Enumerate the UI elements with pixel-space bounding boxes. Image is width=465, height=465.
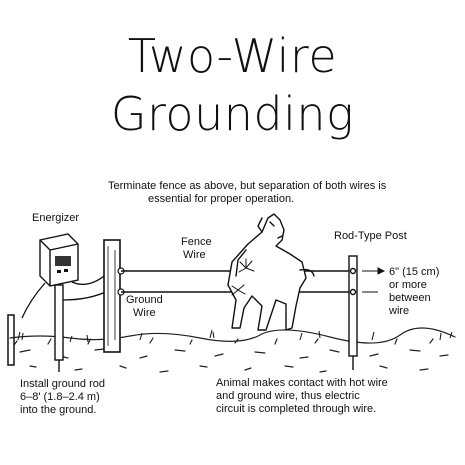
fence-post-main xyxy=(103,239,121,353)
separation-label-3: between xyxy=(389,292,431,304)
separation-indicator xyxy=(362,267,386,293)
title-line-2: Grounding xyxy=(110,87,355,141)
ground-texture xyxy=(9,327,456,373)
install-note-2: 6–8' (1.8–2.4 m) xyxy=(20,391,100,403)
rod-post-label: Rod-Type Post xyxy=(334,230,407,242)
contact-note-1: Animal makes contact with hot wire xyxy=(216,377,388,389)
energizer-lead-ground xyxy=(21,282,46,319)
ground-wire-label-2: Wire xyxy=(133,307,156,319)
fence-wire-label-2: Wire xyxy=(183,249,206,261)
fence-wire-label-1: Fence xyxy=(181,236,212,248)
grass-tufts xyxy=(17,329,453,343)
contact-note-3: circuit is completed through wire. xyxy=(216,403,377,415)
ground-wire-label-1: Ground xyxy=(126,294,163,306)
instruction-line-2: essential for proper operation. xyxy=(148,193,295,205)
energizer-label: Energizer xyxy=(32,212,80,224)
separation-label-2: or more xyxy=(389,279,427,291)
instruction-line-1: Terminate fence as above, but separation… xyxy=(108,180,387,192)
ground-rod-lead xyxy=(62,289,111,301)
energizer-box xyxy=(39,233,79,287)
separation-label-1: 6" (15 cm) xyxy=(389,266,440,278)
install-note-3: into the ground. xyxy=(20,404,97,416)
ground-rod xyxy=(54,284,64,372)
horse-illustration xyxy=(227,213,315,331)
edge-post xyxy=(7,314,15,366)
contact-note-2: and ground wire, thus electric xyxy=(216,390,360,402)
rod-type-post xyxy=(348,255,358,370)
separation-label-4: wire xyxy=(389,305,410,317)
install-note-1: Install ground rod xyxy=(20,378,105,390)
title-line-1: Two-Wire xyxy=(127,29,338,83)
